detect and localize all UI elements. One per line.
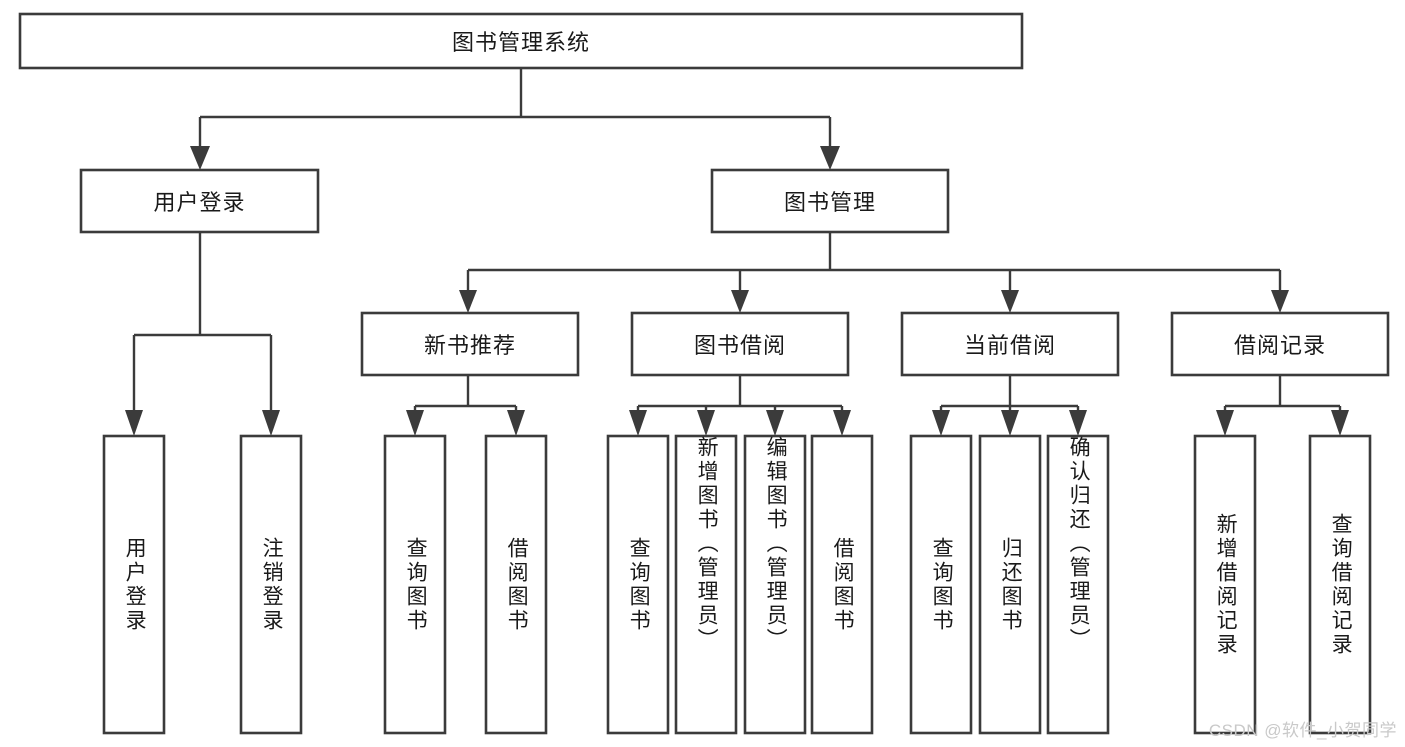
node-box-borrow-record[interactable] bbox=[1170, 311, 1390, 377]
node-box-leaf-add-record[interactable] bbox=[1193, 434, 1257, 735]
node-box-leaf-add-book[interactable] bbox=[674, 434, 738, 735]
arrow-head-borrow-record-leaf-1 bbox=[1331, 410, 1349, 436]
arrow-head-leaf-logout bbox=[262, 410, 280, 436]
arrow-head-book-borrow-leaf-2 bbox=[766, 410, 784, 436]
connector-group-user-login-leaves bbox=[125, 232, 280, 436]
node-box-book-management[interactable] bbox=[710, 168, 950, 234]
node-box-leaf-return-book[interactable] bbox=[978, 434, 1042, 735]
arrow-head-book-mgmt bbox=[820, 146, 840, 170]
connector-group-borrow-record-leaves bbox=[1216, 375, 1349, 436]
arrow-head-new-book-leaf-0 bbox=[406, 410, 424, 436]
node-box-book-borrow[interactable] bbox=[630, 311, 850, 377]
node-box-user-login[interactable] bbox=[79, 168, 320, 234]
arrow-head-current-borrow-leaf-0 bbox=[932, 410, 950, 436]
arrow-head-borrow-record-leaf-0 bbox=[1216, 410, 1234, 436]
node-box-leaf-query-book-2[interactable] bbox=[606, 434, 670, 735]
arrow-head-leaf-user-login bbox=[125, 410, 143, 436]
arrow-head-user-login bbox=[190, 146, 210, 170]
node-box-leaf-query-book-3[interactable] bbox=[909, 434, 973, 735]
arrow-head-current-borrow-leaf-1 bbox=[1001, 410, 1019, 436]
node-box-leaf-borrow-book-1[interactable] bbox=[484, 434, 548, 735]
connector-group-book-borrow-leaves bbox=[629, 375, 851, 436]
connector-group-root-to-level2 bbox=[190, 68, 840, 170]
arrow-head-current-borrow bbox=[1001, 290, 1019, 313]
node-box-new-book-recommend[interactable] bbox=[360, 311, 580, 377]
node-box-leaf-borrow-book-2[interactable] bbox=[810, 434, 874, 735]
arrow-head-book-borrow-leaf-1 bbox=[697, 410, 715, 436]
arrow-head-new-book bbox=[459, 290, 477, 313]
arrow-head-new-book-leaf-1 bbox=[507, 410, 525, 436]
arrow-head-book-borrow-leaf-3 bbox=[833, 410, 851, 436]
node-box-current-borrow[interactable] bbox=[900, 311, 1120, 377]
node-box-leaf-confirm-return[interactable] bbox=[1046, 434, 1110, 735]
arrow-head-current-borrow-leaf-2 bbox=[1069, 410, 1087, 436]
node-box-leaf-edit-book[interactable] bbox=[743, 434, 807, 735]
node-box-leaf-query-record[interactable] bbox=[1308, 434, 1372, 735]
arrow-head-borrow-record bbox=[1271, 290, 1289, 313]
connector-group-new-book-leaves bbox=[406, 375, 525, 436]
node-box-leaf-user-login[interactable] bbox=[102, 434, 166, 735]
node-box-leaf-logout[interactable] bbox=[239, 434, 303, 735]
node-box-root[interactable] bbox=[18, 12, 1024, 70]
connector-group-current-borrow-leaves bbox=[932, 375, 1087, 436]
arrow-head-book-borrow bbox=[731, 290, 749, 313]
connector-group-level2-to-level3 bbox=[459, 232, 1289, 313]
node-box-leaf-query-book-1[interactable] bbox=[383, 434, 447, 735]
arrow-head-book-borrow-leaf-0 bbox=[629, 410, 647, 436]
